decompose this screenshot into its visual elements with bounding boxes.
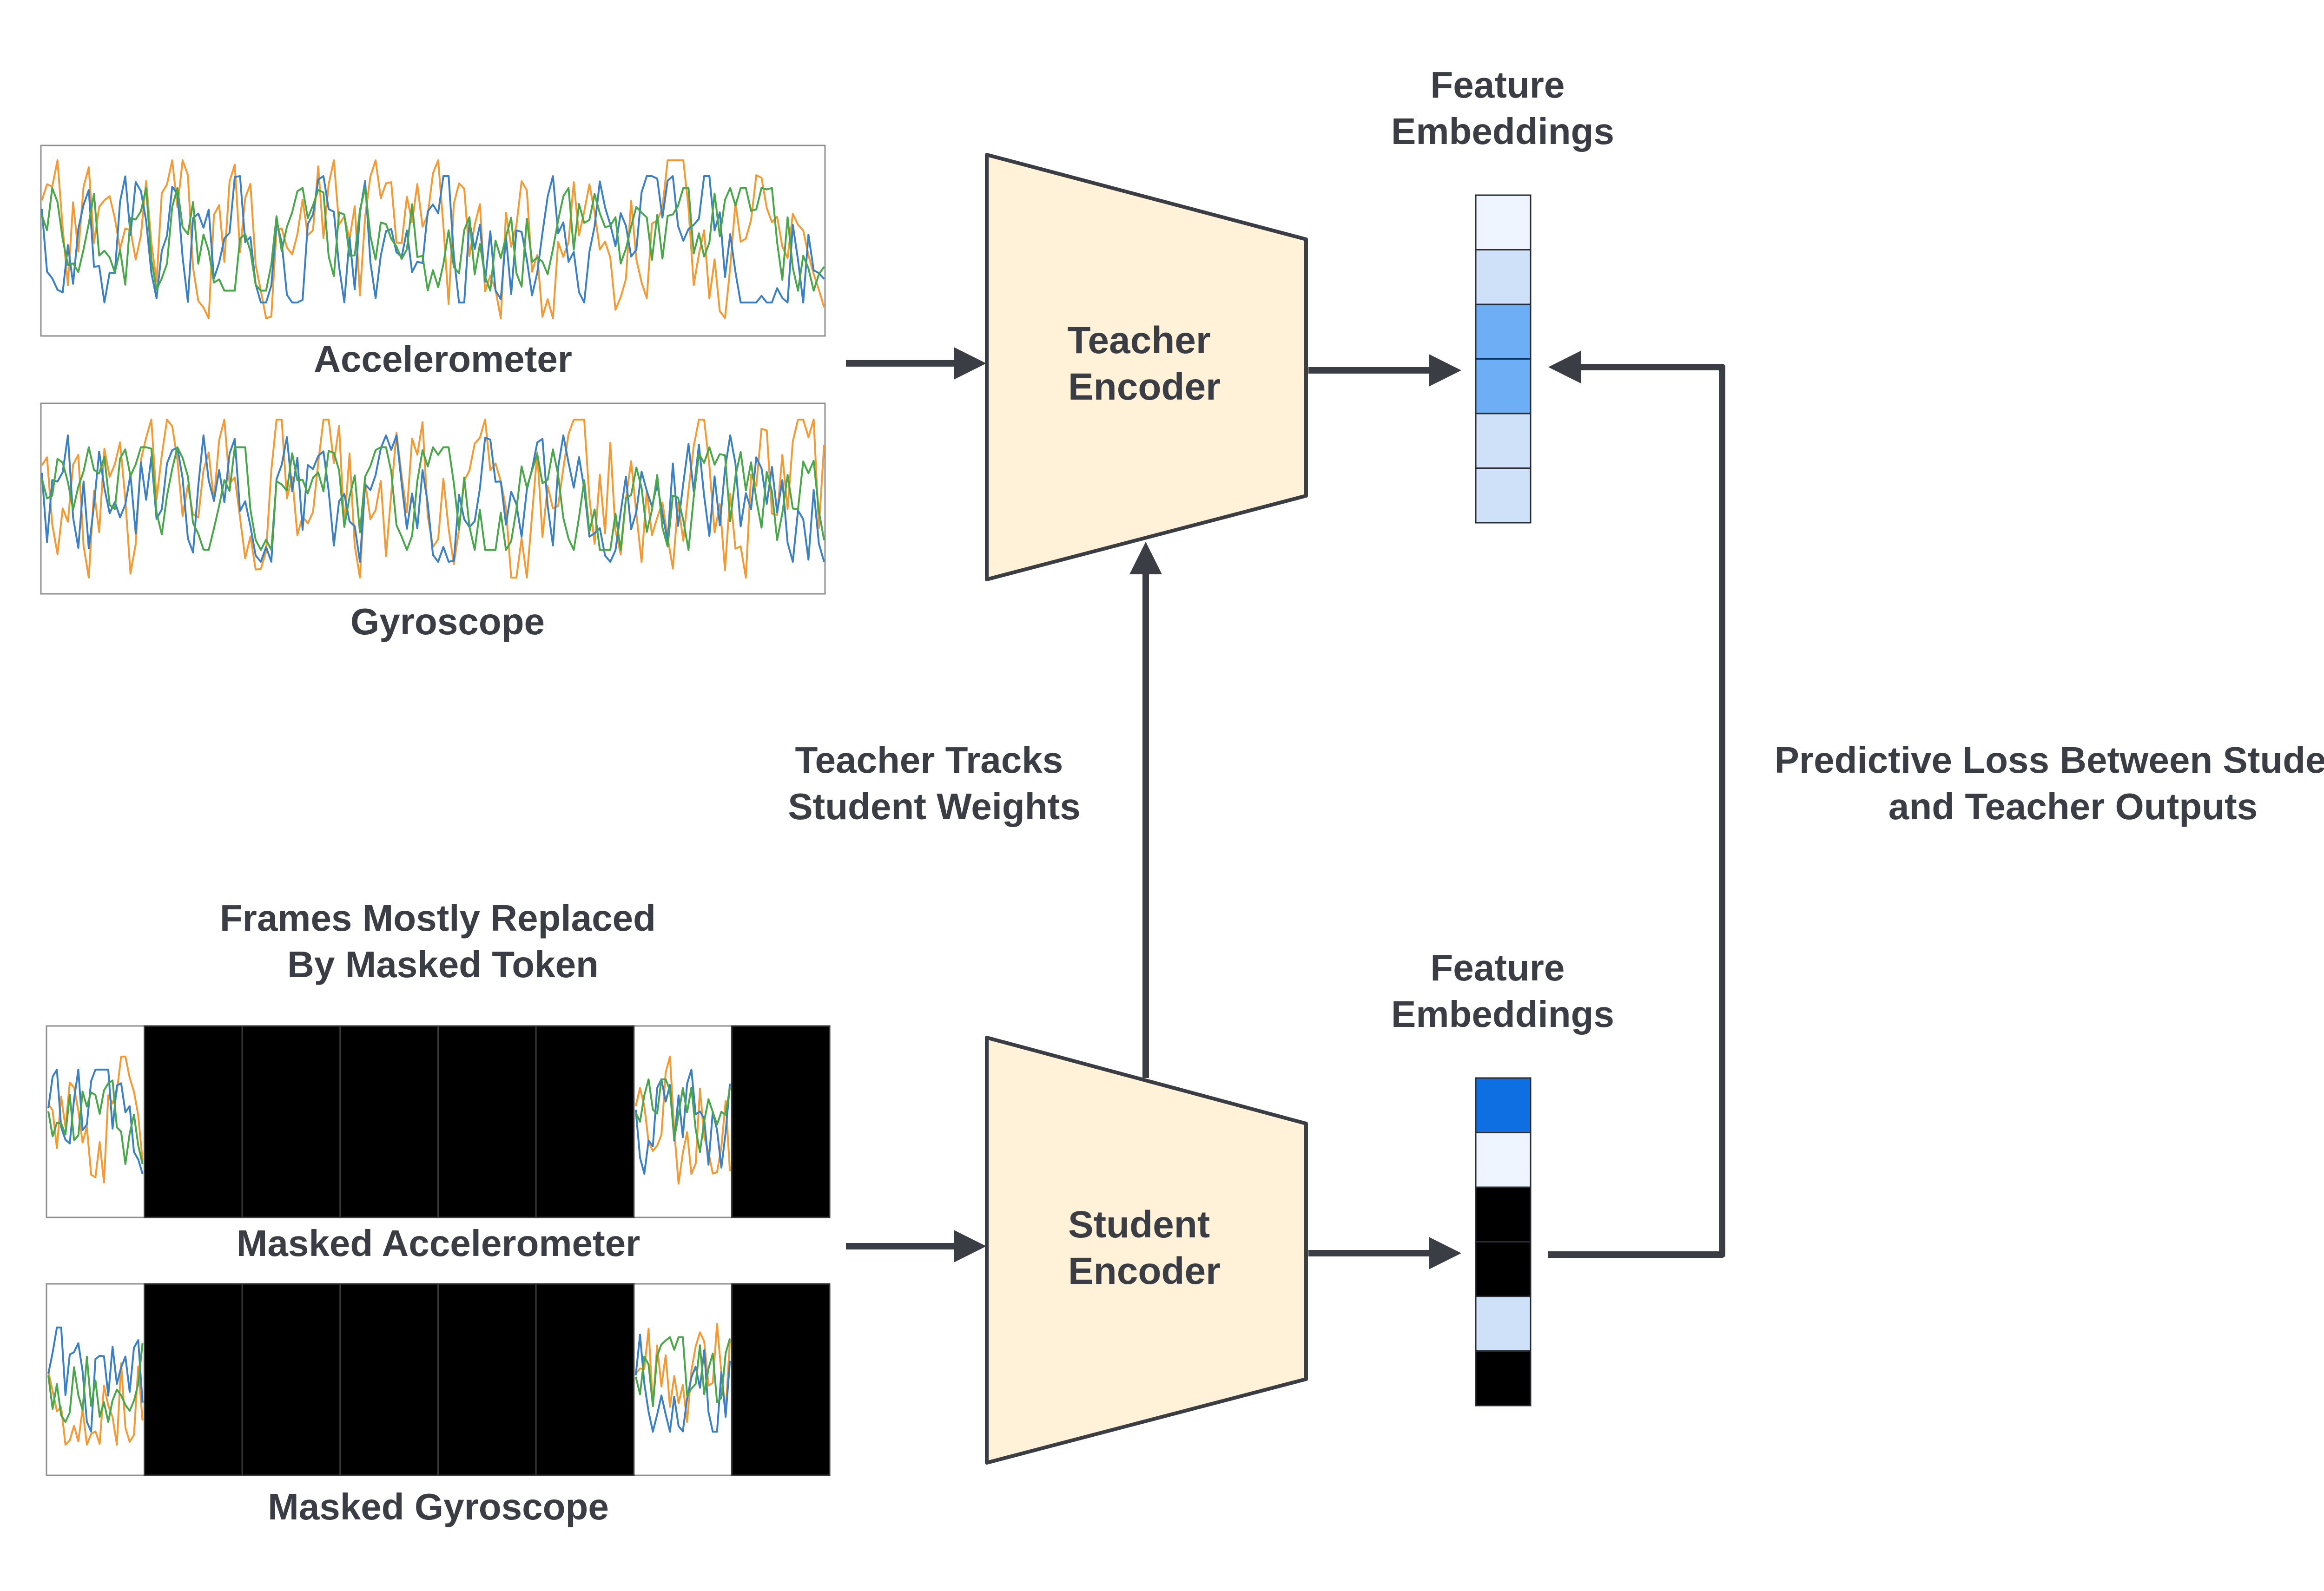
student-encoder-label-line1: Student (1068, 1203, 1210, 1246)
masked-accelerometer-mask-token (241, 1025, 341, 1218)
teacher-embeddings-title-line2: Embeddings (1391, 111, 1614, 152)
masked-accelerometer-mask-token (144, 1025, 243, 1218)
student-embedding-cell (1475, 1295, 1532, 1352)
teacher-embedding-cell (1475, 413, 1532, 469)
masked-gyroscope-green-line (634, 1336, 731, 1407)
student-embedding-cell (1475, 1186, 1532, 1243)
masked-gyroscope-visible-frame (634, 1323, 731, 1433)
teacher-feature-embeddings (1475, 194, 1532, 524)
teacher-encoder (985, 153, 1308, 581)
masked-gyroscope-visible-frame (47, 1326, 144, 1446)
student-encoder (985, 1036, 1308, 1465)
masked-accelerometer-green-line (47, 1079, 144, 1165)
accelerometer-blue-line (41, 175, 825, 303)
student-embeddings-title: Feature Embeddings (1391, 947, 1614, 1035)
masked-accelerometer-orange-line (634, 1055, 731, 1185)
masked-frames-title: Frames Mostly Replaced By Masked Token (220, 897, 666, 985)
student-encoder-label-line2: Encoder (1068, 1250, 1221, 1292)
masked-frames-title-line1: Frames Mostly Replaced (220, 897, 656, 939)
teacher-embeddings-title: Feature Embeddings (1391, 64, 1614, 152)
masked-accelerometer-orange-line (47, 1055, 144, 1183)
student-encoder-label: Student Encoder (1068, 1203, 1221, 1292)
predictive-loss-arrow (1548, 351, 1725, 1258)
masked-accelerometer-visible-frame (634, 1055, 731, 1185)
student-embeddings-title-line2: Embeddings (1391, 993, 1614, 1035)
masked-gyroscope-orange-line (47, 1362, 144, 1446)
masked-gyroscope-label: Masked Gyroscope (268, 1486, 609, 1527)
teacher-embedding-cell (1475, 358, 1532, 414)
masked-gyroscope-mask-token (731, 1283, 831, 1476)
accelerometer-green-line (41, 187, 825, 292)
student-embedding-cell (1475, 1077, 1532, 1133)
accelerometer-label: Accelerometer (314, 338, 572, 380)
teacher-embedding-cell (1475, 467, 1532, 524)
masked-accelerometer-green-line (634, 1078, 731, 1153)
masked-accelerometer-visible-frame (47, 1055, 144, 1183)
masked-gyroscope-mask-token (339, 1283, 439, 1476)
masked-gyroscope-mask-token (437, 1283, 537, 1476)
gyroscope-frame (40, 402, 826, 595)
masked-accelerometer-mask-token (437, 1025, 537, 1218)
accelerometer-signals (41, 159, 825, 319)
masked-gyroscope-panel (46, 1283, 831, 1476)
teacher-embeddings-title-line1: Feature (1430, 64, 1565, 105)
student-embeddings-title-line1: Feature (1430, 947, 1565, 988)
masked-accelerometer-panel (46, 1025, 831, 1218)
masked-accelerometer-mask-token (731, 1025, 831, 1218)
gyroscope-label: Gyroscope (350, 601, 545, 642)
accelerometer-panel (40, 145, 826, 337)
masked-gyroscope-blue-line (47, 1326, 144, 1433)
masked-gyroscope-green-line (47, 1343, 144, 1423)
gyroscope-signals (41, 419, 825, 579)
masked-accelerometer-mask-token (339, 1025, 439, 1218)
predictive-loss-label-line1: Predictive Loss Between Student (1775, 739, 2324, 781)
teacher-encoder-label-line2: Encoder (1068, 366, 1221, 408)
masked-gyroscope-blue-line (634, 1334, 731, 1433)
predictive-loss-label: Predictive Loss Between Student and Teac… (1775, 739, 2324, 827)
masked-accelerometer-mask-token (535, 1025, 635, 1218)
teacher-embedding-cell (1475, 303, 1532, 360)
teacher-tracks-label: Teacher Tracks Student Weights (788, 739, 1081, 827)
teacher-encoder-label: Teacher Encoder (1067, 319, 1221, 408)
teacher-embedding-cell (1475, 249, 1532, 305)
student-embedding-cell (1475, 1241, 1532, 1297)
gyroscope-green-line (41, 446, 825, 551)
masked-accelerometer-blue-line (47, 1068, 144, 1174)
teacher-tracks-label-line1: Teacher Tracks (795, 739, 1063, 781)
masked-gyroscope-mask-token (241, 1283, 341, 1476)
masked-accelerometer-label: Masked Accelerometer (237, 1223, 640, 1264)
teacher-encoder-label-line1: Teacher (1067, 319, 1210, 362)
accelerometer-orange-line (41, 159, 825, 319)
masked-gyroscope-mask-token (535, 1283, 635, 1476)
teacher-tracks-label-line2: Student Weights (788, 786, 1081, 827)
masked-frames-title-line2: By Masked Token (287, 944, 599, 985)
masked-gyroscope-mask-token (144, 1283, 243, 1476)
teacher-embedding-cell (1475, 194, 1532, 250)
predictive-loss-label-line2: and Teacher Outputs (1888, 786, 2258, 827)
student-embedding-cell (1475, 1132, 1532, 1188)
student-embedding-cell (1475, 1350, 1532, 1407)
gyroscope-panel (40, 402, 826, 595)
student-feature-embeddings (1475, 1077, 1532, 1407)
